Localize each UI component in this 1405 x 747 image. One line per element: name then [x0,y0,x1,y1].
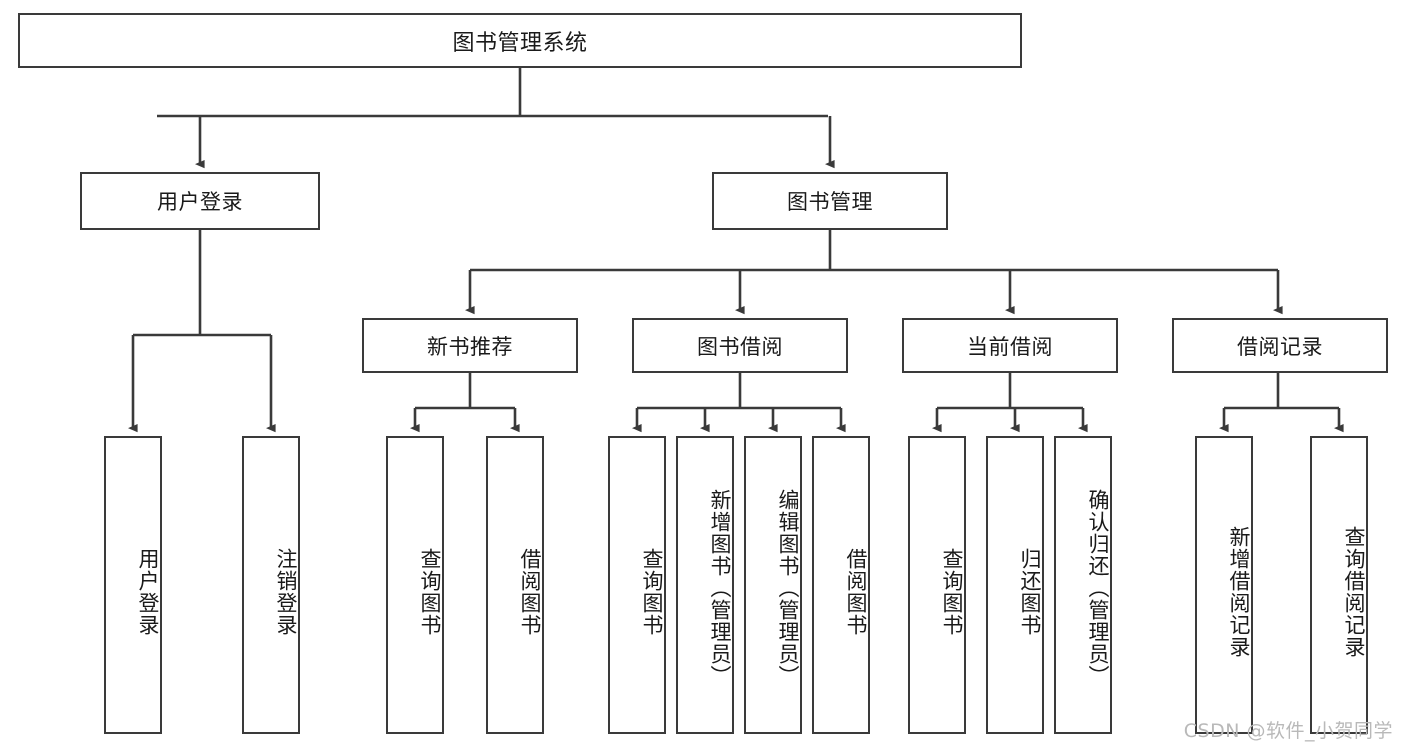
node-leaf-query-book-3-label: 查询图书 [940,548,964,636]
node-leaf-borrow-book-1[interactable]: 借阅图书 [486,436,544,734]
node-leaf-borrow-book-2-label: 借阅图书 [844,548,868,636]
node-root[interactable]: 图书管理系统 [18,13,1022,68]
node-leaf-user-logout[interactable]: 注销登录 [242,436,300,734]
node-leaf-add-record-label: 新增借阅记录 [1227,526,1251,658]
node-root-label: 图书管理系统 [452,30,588,56]
node-leaf-edit-book-label: 编辑图书（管理员） [776,489,800,687]
node-leaf-return-book[interactable]: 归还图书 [986,436,1044,734]
node-leaf-add-record[interactable]: 新增借阅记录 [1195,436,1253,734]
node-leaf-query-book-2-label: 查询图书 [640,548,664,636]
node-leaf-add-book-label: 新增图书（管理员） [708,489,732,687]
node-current-borrow-label: 当前借阅 [967,334,1053,359]
node-leaf-query-book-2[interactable]: 查询图书 [608,436,666,734]
node-leaf-query-book-3[interactable]: 查询图书 [908,436,966,734]
node-leaf-borrow-book-1-label: 借阅图书 [518,548,542,636]
node-leaf-add-book[interactable]: 新增图书（管理员） [676,436,734,734]
node-leaf-query-record[interactable]: 查询借阅记录 [1310,436,1368,734]
node-borrow-record-label: 借阅记录 [1237,334,1323,359]
node-book-borrow[interactable]: 图书借阅 [632,318,848,373]
node-leaf-confirm-return-label: 确认归还（管理员） [1086,489,1110,687]
node-user-login-label: 用户登录 [157,190,243,214]
node-leaf-return-book-label: 归还图书 [1018,548,1042,636]
node-new-book-recommend-label: 新书推荐 [427,334,513,359]
node-book-borrow-label: 图书借阅 [697,334,783,359]
node-book-manage[interactable]: 图书管理 [712,172,948,230]
node-current-borrow[interactable]: 当前借阅 [902,318,1118,373]
node-leaf-confirm-return[interactable]: 确认归还（管理员） [1054,436,1112,734]
node-book-manage-label: 图书管理 [787,190,873,214]
node-leaf-query-book-1-label: 查询图书 [418,548,442,636]
csdn-watermark: CSDN @软件_小贺同学 [1183,720,1393,742]
node-leaf-edit-book[interactable]: 编辑图书（管理员） [744,436,802,734]
node-leaf-query-record-label: 查询借阅记录 [1342,526,1366,658]
node-leaf-borrow-book-2[interactable]: 借阅图书 [812,436,870,734]
node-leaf-query-book-1[interactable]: 查询图书 [386,436,444,734]
node-leaf-user-logout-label: 注销登录 [274,548,298,636]
node-leaf-user-login-label: 用户登录 [136,548,160,636]
node-new-book-recommend[interactable]: 新书推荐 [362,318,578,373]
node-leaf-user-login[interactable]: 用户登录 [104,436,162,734]
node-borrow-record[interactable]: 借阅记录 [1172,318,1388,373]
node-user-login[interactable]: 用户登录 [80,172,320,230]
